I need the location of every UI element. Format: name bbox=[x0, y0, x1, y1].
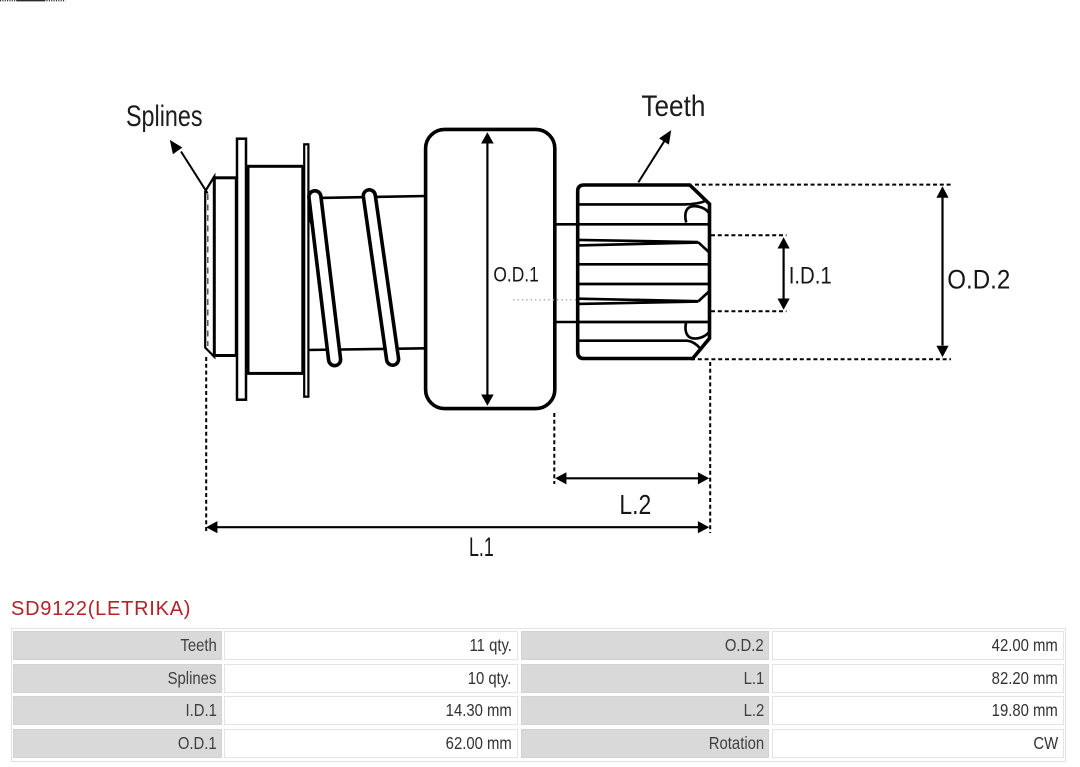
svg-text:O.D.2: O.D.2 bbox=[947, 265, 1010, 295]
svg-text:Splines: Splines bbox=[126, 100, 203, 133]
svg-text:O.D.1: O.D.1 bbox=[493, 263, 538, 286]
svg-text:Teeth: Teeth bbox=[641, 90, 705, 123]
svg-text:L.1: L.1 bbox=[469, 532, 494, 562]
svg-text:I.D.1: I.D.1 bbox=[789, 262, 832, 289]
svg-text:L.2: L.2 bbox=[619, 489, 651, 520]
